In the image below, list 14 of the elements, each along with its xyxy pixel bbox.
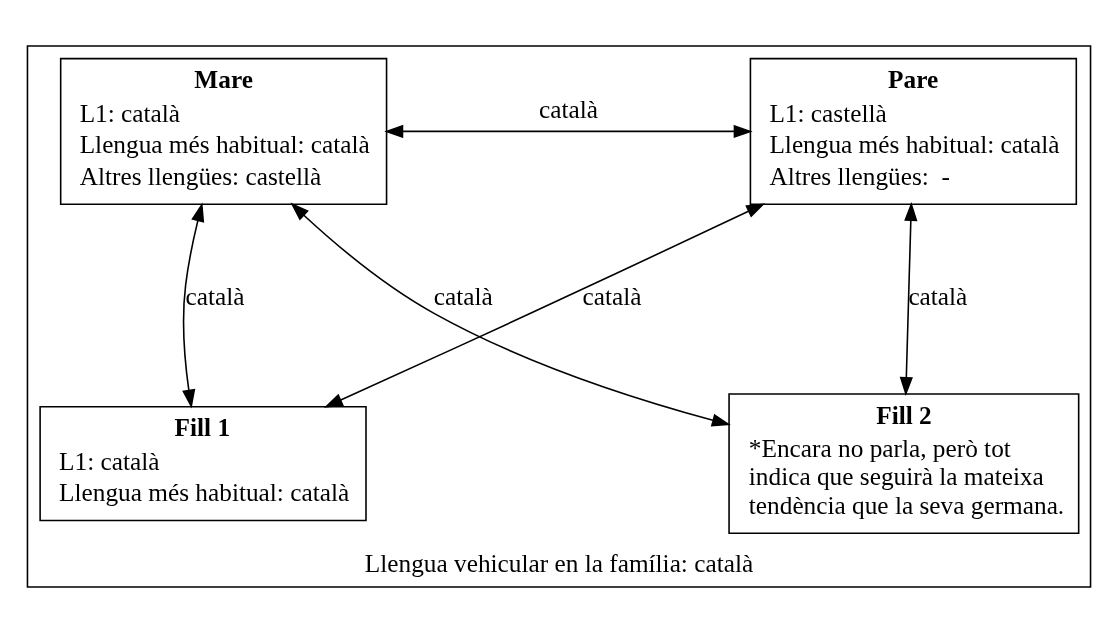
edge-label: català: [185, 282, 245, 311]
node-box: Mare L1: català Llengua més habitual: català Altres llengües: castellà: [59, 57, 388, 205]
edge-label: català: [908, 282, 968, 311]
arrow: [323, 203, 766, 408]
arrow: [182, 202, 205, 409]
node-box: Fill 1 L1: català Llengua més habitual: català: [39, 405, 367, 522]
arrow: [384, 124, 753, 139]
edge-label: català: [433, 282, 493, 311]
edge-label: català: [582, 282, 642, 311]
arrow: [899, 202, 918, 396]
arrow: [290, 202, 731, 427]
edge-label: català: [539, 95, 598, 124]
node-box: Pare L1: castellà Llengua més habitual: català Altres llengües: -: [749, 57, 1078, 205]
node-box: Fill 2 *Encara no parla, però tot indica que seguirà la mateixa tendència que la seva germana.: [728, 393, 1080, 534]
